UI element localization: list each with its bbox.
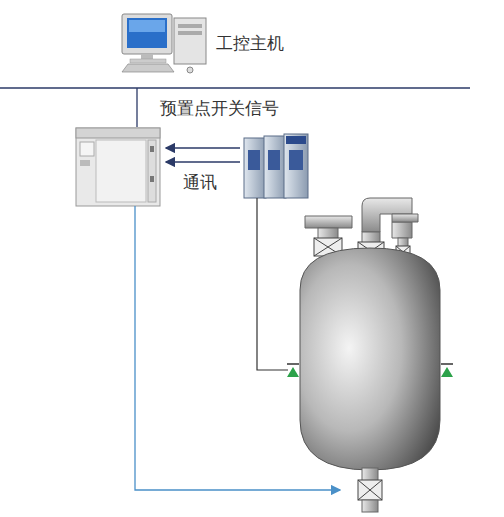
host-label: 工控主机	[216, 33, 284, 53]
plc-device	[76, 128, 160, 206]
signal-arrow	[166, 147, 240, 148]
comm-arrow	[166, 161, 240, 162]
signal-label: 预置点开关信号	[160, 98, 279, 118]
comm-label: 通讯	[183, 172, 217, 192]
signal-module	[244, 134, 308, 198]
computer-icon	[122, 14, 206, 73]
bus-drop	[136, 88, 137, 127]
tank-body	[300, 248, 440, 470]
outlet-valve	[358, 468, 382, 512]
network-bus	[0, 87, 470, 88]
level-switch	[287, 364, 453, 377]
sensor-wire	[257, 198, 288, 370]
